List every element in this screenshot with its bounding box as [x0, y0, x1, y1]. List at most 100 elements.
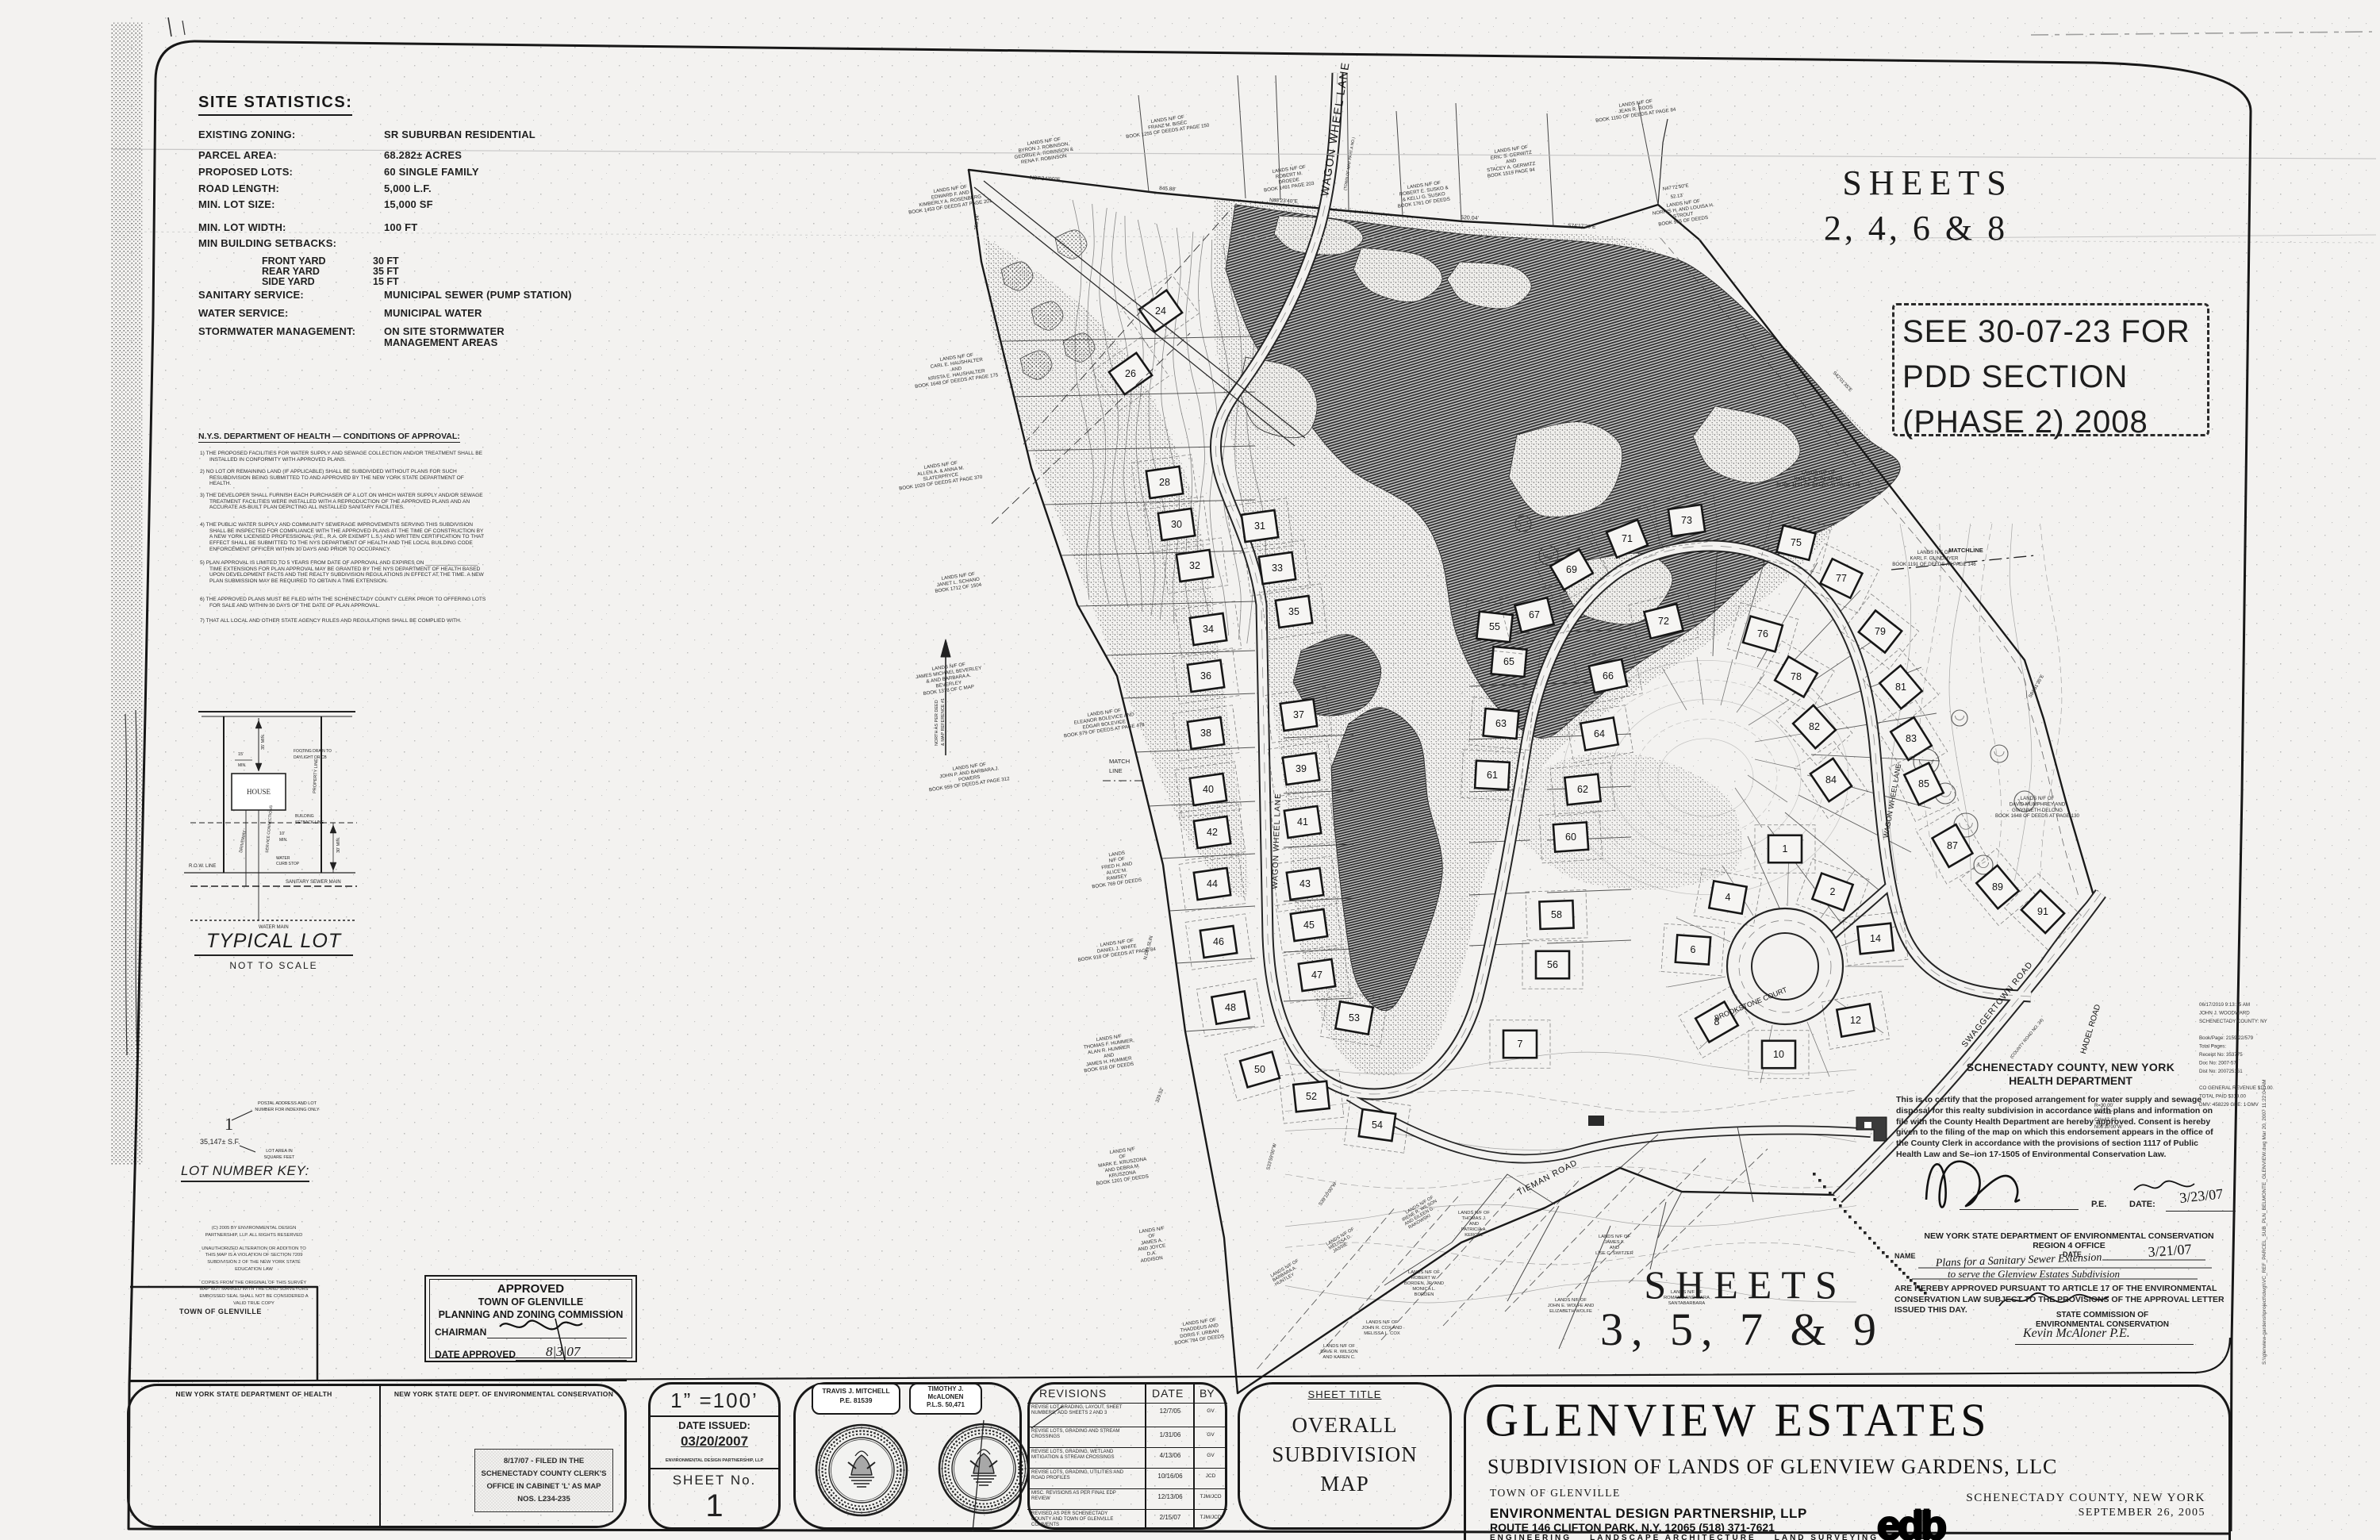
svg-text:8: 8	[1714, 1016, 1720, 1027]
svg-text:LANDS N/F OF: LANDS N/F OF	[1458, 1211, 1490, 1215]
svg-text:32: 32	[1189, 560, 1200, 571]
svg-text:POSTAL ADDRESS AND LOT: POSTAL ADDRESS AND LOT	[258, 1101, 317, 1106]
svg-text:14: 14	[1870, 933, 1881, 944]
svg-text:66: 66	[1603, 670, 1614, 682]
svg-text:LANDS N/F OF: LANDS N/F OF	[1323, 1344, 1355, 1349]
svg-text:06/17/2010 9:13:15 AM: 06/17/2010 9:13:15 AM	[2199, 1002, 2250, 1008]
svg-text:FOOTING DRAIN TO: FOOTING DRAIN TO	[294, 749, 332, 754]
svg-text:JAMES A.: JAMES A.	[1141, 1238, 1164, 1246]
svg-text:Doc No: 2007-57: Doc No: 2007-57	[2199, 1061, 2236, 1066]
svg-text:Book/Page: 2159/22/579: Book/Page: 2159/22/579	[2199, 1035, 2254, 1041]
svg-text:LANDS N/F: LANDS N/F	[1096, 1034, 1122, 1043]
svg-text:Total Pages:: Total Pages:	[2199, 1044, 2226, 1050]
svg-text:LANDS: LANDS	[1108, 851, 1125, 858]
svg-text:SETBACK LINE: SETBACK LINE	[295, 820, 324, 825]
svg-text:BEVERLEY: BEVERLEY	[935, 680, 962, 689]
svg-text:31: 31	[1254, 520, 1265, 532]
svg-text:24: 24	[1155, 305, 1166, 317]
svg-text:AND KAREN C.: AND KAREN C.	[1322, 1355, 1356, 1360]
svg-text:CO GENERAL REVENUE $10.00: CO GENERAL REVENUE $10.00	[2199, 1085, 2273, 1091]
svg-text:DROEDE: DROEDE	[1278, 177, 1299, 186]
svg-text:28: 28	[1159, 477, 1170, 488]
svg-text:76: 76	[1757, 628, 1768, 639]
svg-text:N47’72’50”E: N47’72’50”E	[1662, 183, 1689, 192]
svg-text:HOUSE: HOUSE	[247, 788, 271, 796]
svg-text:DAVE R. WILSON: DAVE R. WILSON	[1320, 1350, 1357, 1354]
svg-text:S:\\glenview-gardens\\project\: S:\\glenview-gardens\\project\\dwg\\VC_R…	[2262, 1079, 2267, 1365]
svg-text:SERVICE CONNECTIONS: SERVICE CONNECTIONS	[265, 805, 274, 853]
svg-text:BORDEN, JR. AND: BORDEN, JR. AND	[1404, 1281, 1444, 1286]
svg-text:47: 47	[1311, 970, 1322, 981]
svg-text:35’ MIN.: 35’ MIN.	[261, 733, 266, 750]
svg-text:N/F OF: N/F OF	[1108, 856, 1125, 864]
svg-text:KARL F. GLINDMYER: KARL F. GLINDMYER	[1910, 555, 1960, 561]
svg-text:N87’34’00”E: N87’34’00”E	[1030, 175, 1061, 183]
svg-text:LANDS N/F: LANDS N/F	[1109, 1146, 1135, 1155]
svg-text:ROMANO AND MARA: ROMANO AND MARA	[1664, 1296, 1710, 1300]
svg-text:85: 85	[1918, 778, 1929, 789]
svg-text:LANDS N/F OF: LANDS N/F OF	[1408, 1270, 1440, 1275]
svg-text:MONICA L.: MONICA L.	[1412, 1287, 1436, 1292]
svg-text:12: 12	[1850, 1015, 1861, 1026]
svg-text:845.88’: 845.88’	[1159, 186, 1177, 193]
svg-text:26: 26	[1125, 368, 1136, 379]
svg-text:OF: OF	[1148, 1233, 1156, 1239]
svg-text:N88’23’40”E: N88’23’40”E	[1269, 198, 1299, 205]
svg-text:PATRICIA A.: PATRICIA A.	[1461, 1227, 1488, 1232]
svg-text:48: 48	[1225, 1002, 1236, 1013]
svg-text:LINE: LINE	[1109, 767, 1123, 774]
svg-text:LANDS N/F OF: LANDS N/F OF	[1671, 1290, 1702, 1295]
svg-text:Plans for a Sanitary Sewer Ext: Plans for a Sanitary Sewer Extension	[1935, 1252, 2102, 1269]
svg-text:KARL F. GLINDMYER: KARL F. GLINDMYER	[1795, 476, 1844, 482]
svg-text:MATCHLINE: MATCHLINE	[1948, 547, 1983, 554]
svg-text:35: 35	[1288, 606, 1299, 617]
svg-text:TOTAL PAID $319.00: TOTAL PAID $319.00	[2199, 1094, 2246, 1100]
svg-text:82: 82	[1809, 721, 1820, 732]
svg-text:THOMAS J.: THOMAS J.	[1462, 1216, 1487, 1221]
svg-text:ALICE M.: ALICE M.	[1106, 867, 1127, 876]
svg-text:36: 36	[1200, 670, 1211, 682]
svg-text:84: 84	[1825, 774, 1837, 785]
svg-text:2: 2	[1830, 886, 1836, 897]
svg-text:54: 54	[1372, 1119, 1383, 1131]
svg-text:AND: AND	[1104, 1052, 1115, 1059]
svg-text:BUILDING: BUILDING	[295, 814, 314, 819]
svg-text:79: 79	[1875, 626, 1886, 637]
svg-text:KERGEL: KERGEL	[1464, 1233, 1484, 1238]
svg-text:MATCH: MATCH	[1109, 758, 1130, 765]
svg-text:52: 52	[1306, 1091, 1317, 1102]
svg-text:NORTH AS PER DEED: NORTH AS PER DEED	[935, 700, 939, 746]
svg-text:42: 42	[1207, 827, 1218, 838]
svg-text:LANDS N/F OF: LANDS N/F OF	[1917, 550, 1952, 555]
svg-text:D.A.: D.A.	[1146, 1250, 1157, 1258]
svg-text:AND: AND	[1610, 1246, 1619, 1250]
svg-text:LANDS N/F OF: LANDS N/F OF	[1802, 470, 1836, 476]
svg-text:Dist No: 200725151: Dist No: 200725151	[2199, 1069, 2243, 1074]
svg-text:AND JOYCE: AND JOYCE	[1138, 1243, 1166, 1253]
svg-text:65: 65	[1503, 656, 1514, 667]
svg-text:RAMSEY: RAMSEY	[1106, 874, 1127, 882]
svg-text:87: 87	[1947, 840, 1958, 851]
svg-text:MIN.: MIN.	[279, 838, 288, 843]
svg-text:46: 46	[1213, 936, 1224, 947]
svg-text:7: 7	[1518, 1039, 1523, 1050]
svg-text:52.13’: 52.13’	[1670, 194, 1683, 200]
svg-text:50: 50	[1254, 1064, 1265, 1075]
svg-text:53: 53	[1349, 1012, 1360, 1023]
svg-text:89: 89	[1992, 881, 2003, 893]
svg-text:LANDS N/F OF: LANDS N/F OF	[1366, 1320, 1398, 1325]
svg-text:35,147± S.F.: 35,147± S.F.	[200, 1138, 240, 1146]
svg-text:DRIVEWAY: DRIVEWAY	[239, 830, 248, 854]
svg-text:34: 34	[1203, 624, 1214, 635]
svg-text:61: 61	[1487, 770, 1498, 781]
svg-text:4: 4	[1726, 892, 1731, 903]
svg-text:91: 91	[2037, 906, 2048, 917]
svg-text:78: 78	[1791, 671, 1802, 682]
svg-text:LANDS N/F OF: LANDS N/F OF	[1555, 1298, 1587, 1303]
svg-text:ROBERT W.: ROBERT W.	[1411, 1276, 1438, 1281]
svg-text:POWERS: POWERS	[958, 774, 981, 783]
svg-text:64: 64	[1594, 728, 1605, 739]
svg-text:LANDS N/F OF: LANDS N/F OF	[1599, 1235, 1630, 1239]
svg-text:75: 75	[1791, 537, 1802, 548]
svg-text:30: 30	[1171, 519, 1182, 530]
